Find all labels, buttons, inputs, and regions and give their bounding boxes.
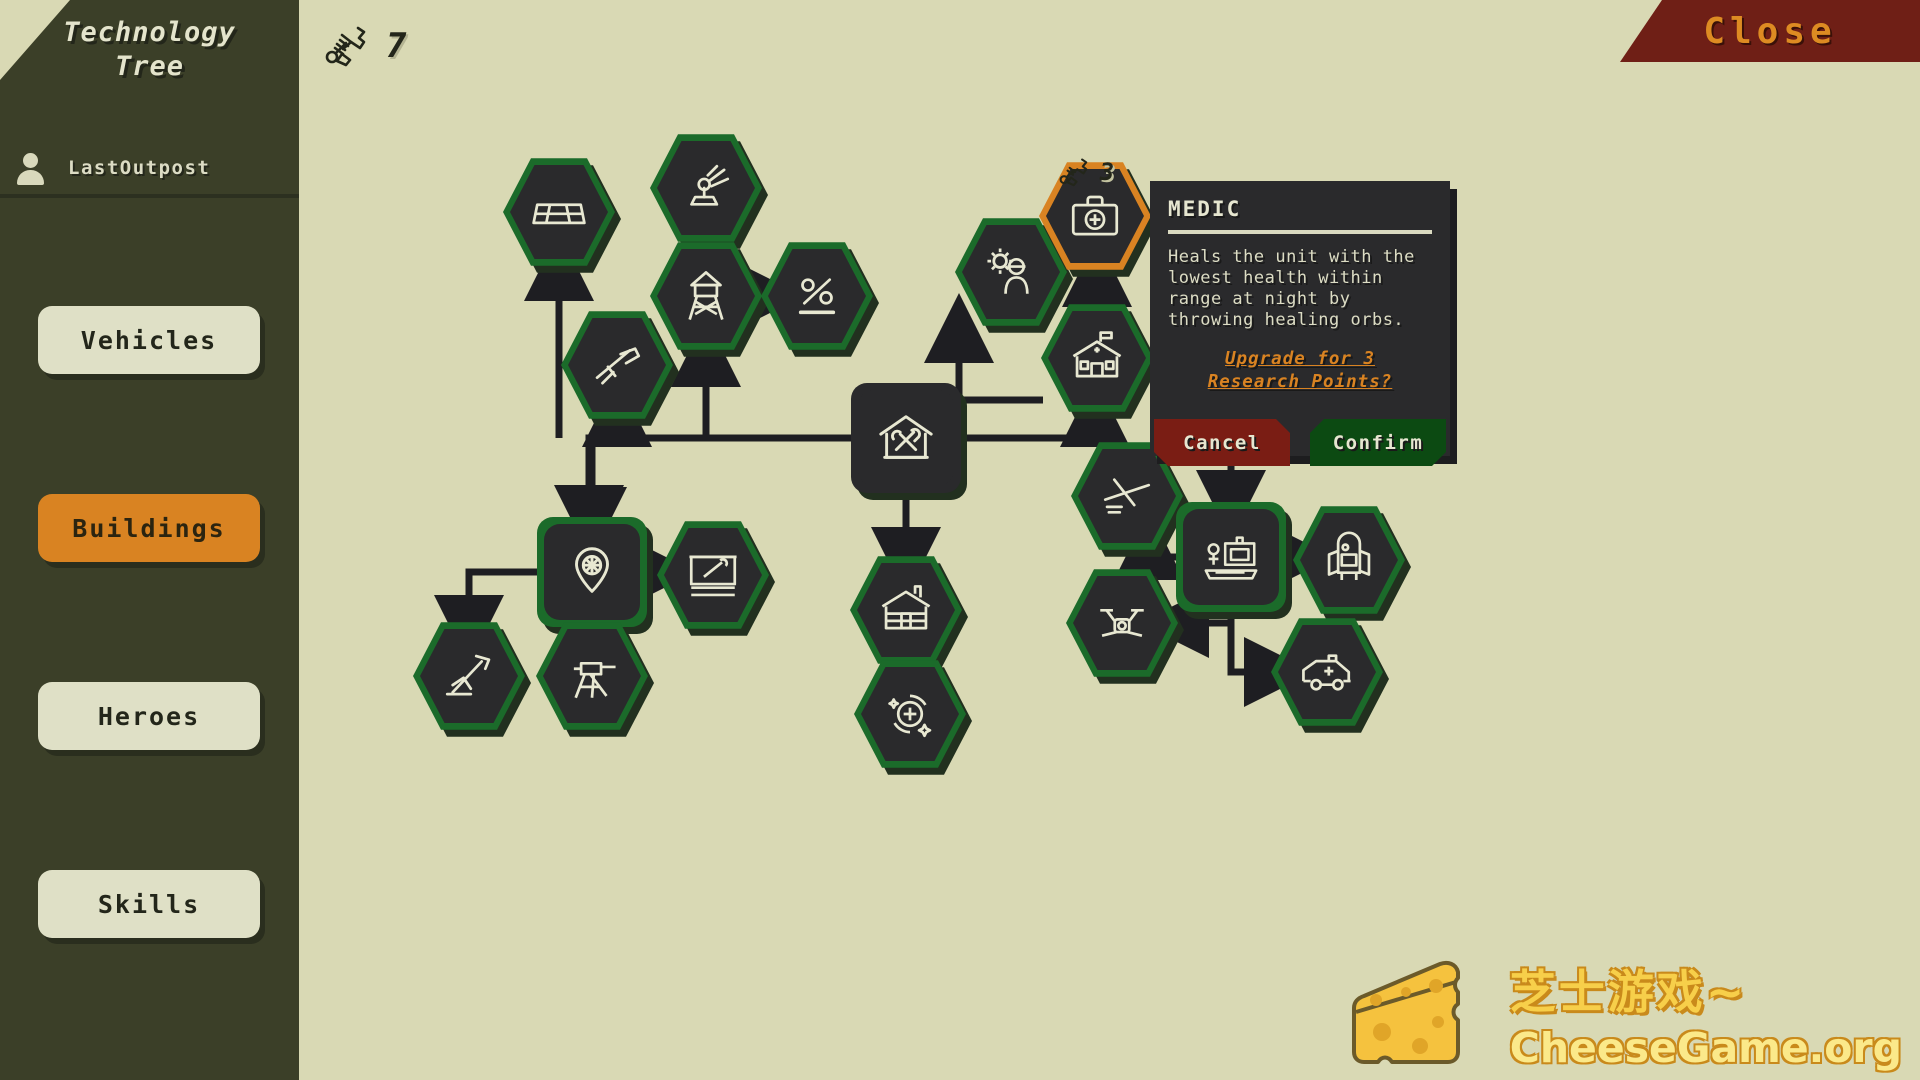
node-cost-value: 3 xyxy=(1099,158,1115,186)
house-tools-icon xyxy=(858,390,954,486)
sidebar-item-label: Vehicles xyxy=(80,325,218,355)
sidebar-item-label: Buildings xyxy=(72,513,226,543)
sidebar-divider xyxy=(0,194,299,198)
tech-node-workbench[interactable] xyxy=(657,521,775,636)
tech-node-flamethrower[interactable] xyxy=(650,134,768,249)
tech-node-field-hospital[interactable] xyxy=(1041,304,1159,419)
confirm-button[interactable]: Confirm xyxy=(1310,419,1446,466)
workbench-icon xyxy=(664,526,762,624)
tech-node-mg-turret[interactable] xyxy=(536,622,654,737)
confirm-button-label: Confirm xyxy=(1332,431,1424,454)
tech-node-tooltip: MEDIC Heals the unit with the lowest hea… xyxy=(1150,181,1450,456)
machinegun-icon xyxy=(543,627,641,725)
healing-aura-icon xyxy=(861,665,959,763)
drone-icon xyxy=(1073,574,1171,672)
engineer-gear-icon xyxy=(962,223,1060,321)
log-cabin-icon xyxy=(857,561,955,659)
hand-wrench-icon xyxy=(1059,158,1088,187)
mortar-icon xyxy=(420,627,518,725)
tech-node-combat-robot[interactable] xyxy=(1293,506,1411,621)
sidebar-item-label: Skills xyxy=(97,889,201,919)
avatar-icon xyxy=(14,151,48,185)
tech-node-engineer[interactable] xyxy=(955,218,1073,333)
tech-node-discount[interactable] xyxy=(761,242,879,357)
research-points-value: 7 xyxy=(386,26,407,66)
close-button-label: Close xyxy=(1703,10,1837,52)
sidebar-item-skills[interactable]: Skills xyxy=(38,870,260,938)
tech-node-workshop-root[interactable] xyxy=(851,383,967,500)
upgrade-prompt-line1: Upgrade for 3 xyxy=(1225,349,1375,369)
user-name: LastOutpost xyxy=(68,157,211,179)
tech-node-medic[interactable] xyxy=(1039,162,1157,277)
tech-tree-canvas[interactable]: 3 xyxy=(299,0,1920,1080)
tech-node-watchtower[interactable] xyxy=(650,242,768,357)
user-profile[interactable]: LastOutpost xyxy=(0,142,299,194)
node-cost-medic: 3 xyxy=(1056,155,1114,189)
close-button[interactable]: Close xyxy=(1620,0,1920,62)
ambulance-icon xyxy=(1278,623,1376,721)
page-title: Technology Tree xyxy=(0,16,299,84)
tech-node-mortar[interactable] xyxy=(413,622,531,737)
radar-pin-icon xyxy=(544,524,640,620)
upgrade-prompt-line2: Research Points? xyxy=(1207,372,1393,392)
cancel-button-label: Cancel xyxy=(1183,431,1261,454)
tech-node-log-cabin[interactable] xyxy=(850,556,968,671)
tech-node-solar-panels[interactable] xyxy=(503,158,621,273)
tooltip-actions: Cancel Confirm xyxy=(1150,419,1450,466)
sidebar-item-buildings[interactable]: Buildings xyxy=(38,494,260,562)
tooltip-divider xyxy=(1168,230,1432,234)
research-points-counter: 7 xyxy=(320,22,406,70)
tech-node-sniper-perch[interactable] xyxy=(561,311,679,426)
watchtower-icon xyxy=(657,247,755,345)
medkit-icon xyxy=(1046,167,1144,265)
percent-off-icon xyxy=(768,247,866,345)
page-title-line2: Tree xyxy=(114,51,185,82)
tech-node-drone[interactable] xyxy=(1066,569,1184,684)
tech-node-ambulance[interactable] xyxy=(1271,618,1389,733)
sidebar-item-heroes[interactable]: Heroes xyxy=(38,682,260,750)
upgrade-prompt: Upgrade for 3 Research Points? xyxy=(1168,348,1432,394)
tooltip-description: Heals the unit with the lowest health wi… xyxy=(1168,247,1415,330)
rifle-icon xyxy=(568,316,666,414)
tech-node-radar-post[interactable] xyxy=(537,517,653,634)
sidebar-item-vehicles[interactable]: Vehicles xyxy=(38,306,260,374)
hospital-tent-icon xyxy=(1048,309,1146,407)
tech-node-healing-aura[interactable] xyxy=(854,660,972,775)
tooltip-title: MEDIC xyxy=(1168,197,1242,221)
hand-wrench-icon xyxy=(325,26,366,67)
sidebar-item-label: Heroes xyxy=(97,701,201,731)
tech-node-control-center[interactable] xyxy=(1176,502,1292,619)
sidebar: Technology Tree LastOutpost Vehicles Bui… xyxy=(0,0,299,1080)
cancel-button[interactable]: Cancel xyxy=(1154,419,1290,466)
solar-panel-icon xyxy=(510,163,608,261)
workstation-icon xyxy=(1183,509,1279,605)
flame-turret-icon xyxy=(657,139,755,237)
robot-icon xyxy=(1300,511,1398,609)
airplane-icon xyxy=(1078,447,1176,545)
page-title-line1: Technology xyxy=(63,17,236,48)
